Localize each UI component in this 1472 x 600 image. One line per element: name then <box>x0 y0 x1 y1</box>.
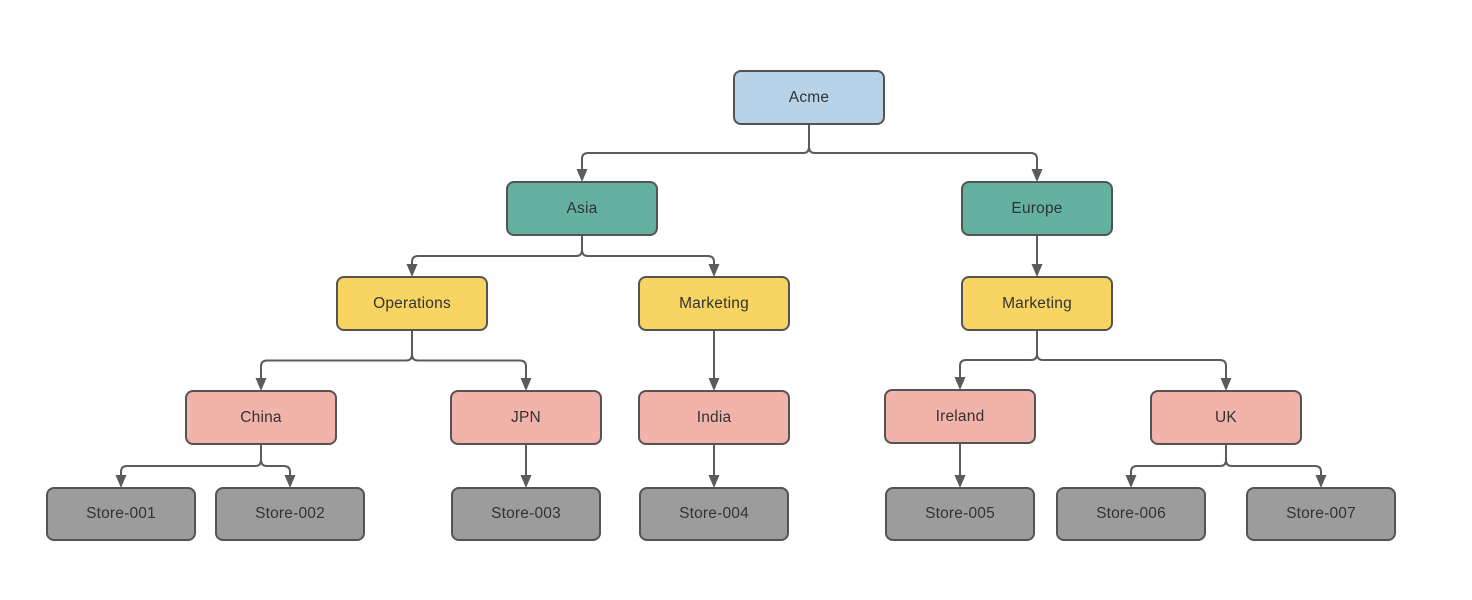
node-label: Store-003 <box>491 505 561 522</box>
node-store-004[interactable]: Store-004 <box>639 487 789 541</box>
node-label: Store-007 <box>1286 505 1356 522</box>
connector-uk-store-006-arrowhead <box>1125 475 1137 488</box>
node-label: Europe <box>1011 199 1063 217</box>
node-label: Store-006 <box>1096 505 1166 522</box>
node-label: Marketing <box>1002 294 1072 312</box>
node-label: Ireland <box>935 407 985 425</box>
node-store-007[interactable]: Store-007 <box>1246 487 1396 541</box>
connector-marketing-eu-uk-arrowhead <box>1220 378 1232 391</box>
node-label: Asia <box>566 199 598 217</box>
node-label: UK <box>1215 408 1237 426</box>
connector-operations-jpn <box>411 331 527 378</box>
connector-asia-marketing-asia-arrowhead <box>708 264 720 277</box>
node-label: Acme <box>788 88 830 106</box>
connector-marketing-eu-uk <box>1036 331 1227 378</box>
connector-operations-jpn-arrowhead <box>520 378 532 391</box>
node-label: Store-004 <box>679 505 749 522</box>
node-acme[interactable]: Acme <box>733 70 885 125</box>
connector-europe-marketing-eu-arrowhead <box>1031 264 1043 277</box>
connector-operations-china-arrowhead <box>255 378 267 391</box>
connector-marketing-eu-ireland-arrowhead <box>954 377 966 390</box>
connector-marketing-asia-india-arrowhead <box>708 378 720 391</box>
node-label: India <box>696 408 732 426</box>
connector-china-store-002-arrowhead <box>284 475 296 488</box>
connector-acme-asia-arrowhead <box>576 169 588 182</box>
node-india[interactable]: India <box>638 390 790 445</box>
connector-india-store-004-arrowhead <box>708 475 720 488</box>
node-asia[interactable]: Asia <box>506 181 658 236</box>
connector-acme-europe-arrowhead <box>1031 169 1043 182</box>
node-europe[interactable]: Europe <box>961 181 1113 236</box>
connector-uk-store-007 <box>1225 445 1322 475</box>
connector-ireland-store-005-arrowhead <box>954 475 966 488</box>
node-store-001[interactable]: Store-001 <box>46 487 196 541</box>
node-store-003[interactable]: Store-003 <box>451 487 601 541</box>
node-label: Store-002 <box>255 505 325 522</box>
connector-china-store-002 <box>260 445 291 475</box>
node-marketing-eu[interactable]: Marketing <box>961 276 1113 331</box>
connector-uk-store-006 <box>1130 445 1227 475</box>
connector-china-store-001 <box>120 445 262 475</box>
connector-operations-china <box>260 331 413 378</box>
connector-uk-store-007-arrowhead <box>1315 475 1327 488</box>
connector-marketing-eu-ireland <box>959 331 1038 377</box>
node-label: JPN <box>511 408 541 426</box>
node-label: Operations <box>373 294 451 312</box>
connector-jpn-store-003-arrowhead <box>520 475 532 488</box>
connector-asia-operations <box>411 236 583 264</box>
node-label: Store-005 <box>925 505 995 522</box>
node-store-006[interactable]: Store-006 <box>1056 487 1206 541</box>
node-label: China <box>240 408 282 426</box>
connector-asia-marketing-asia <box>581 236 715 264</box>
node-store-002[interactable]: Store-002 <box>215 487 365 541</box>
node-uk[interactable]: UK <box>1150 390 1302 445</box>
node-store-005[interactable]: Store-005 <box>885 487 1035 541</box>
connector-asia-operations-arrowhead <box>406 264 418 277</box>
node-label: Store-001 <box>86 505 156 522</box>
node-operations[interactable]: Operations <box>336 276 488 331</box>
node-jpn[interactable]: JPN <box>450 390 602 445</box>
node-china[interactable]: China <box>185 390 337 445</box>
connector-acme-europe <box>808 125 1038 169</box>
node-ireland[interactable]: Ireland <box>884 389 1036 444</box>
node-label: Marketing <box>679 294 749 312</box>
connector-china-store-001-arrowhead <box>115 475 127 488</box>
node-marketing-asia[interactable]: Marketing <box>638 276 790 331</box>
connector-acme-asia <box>581 125 810 169</box>
